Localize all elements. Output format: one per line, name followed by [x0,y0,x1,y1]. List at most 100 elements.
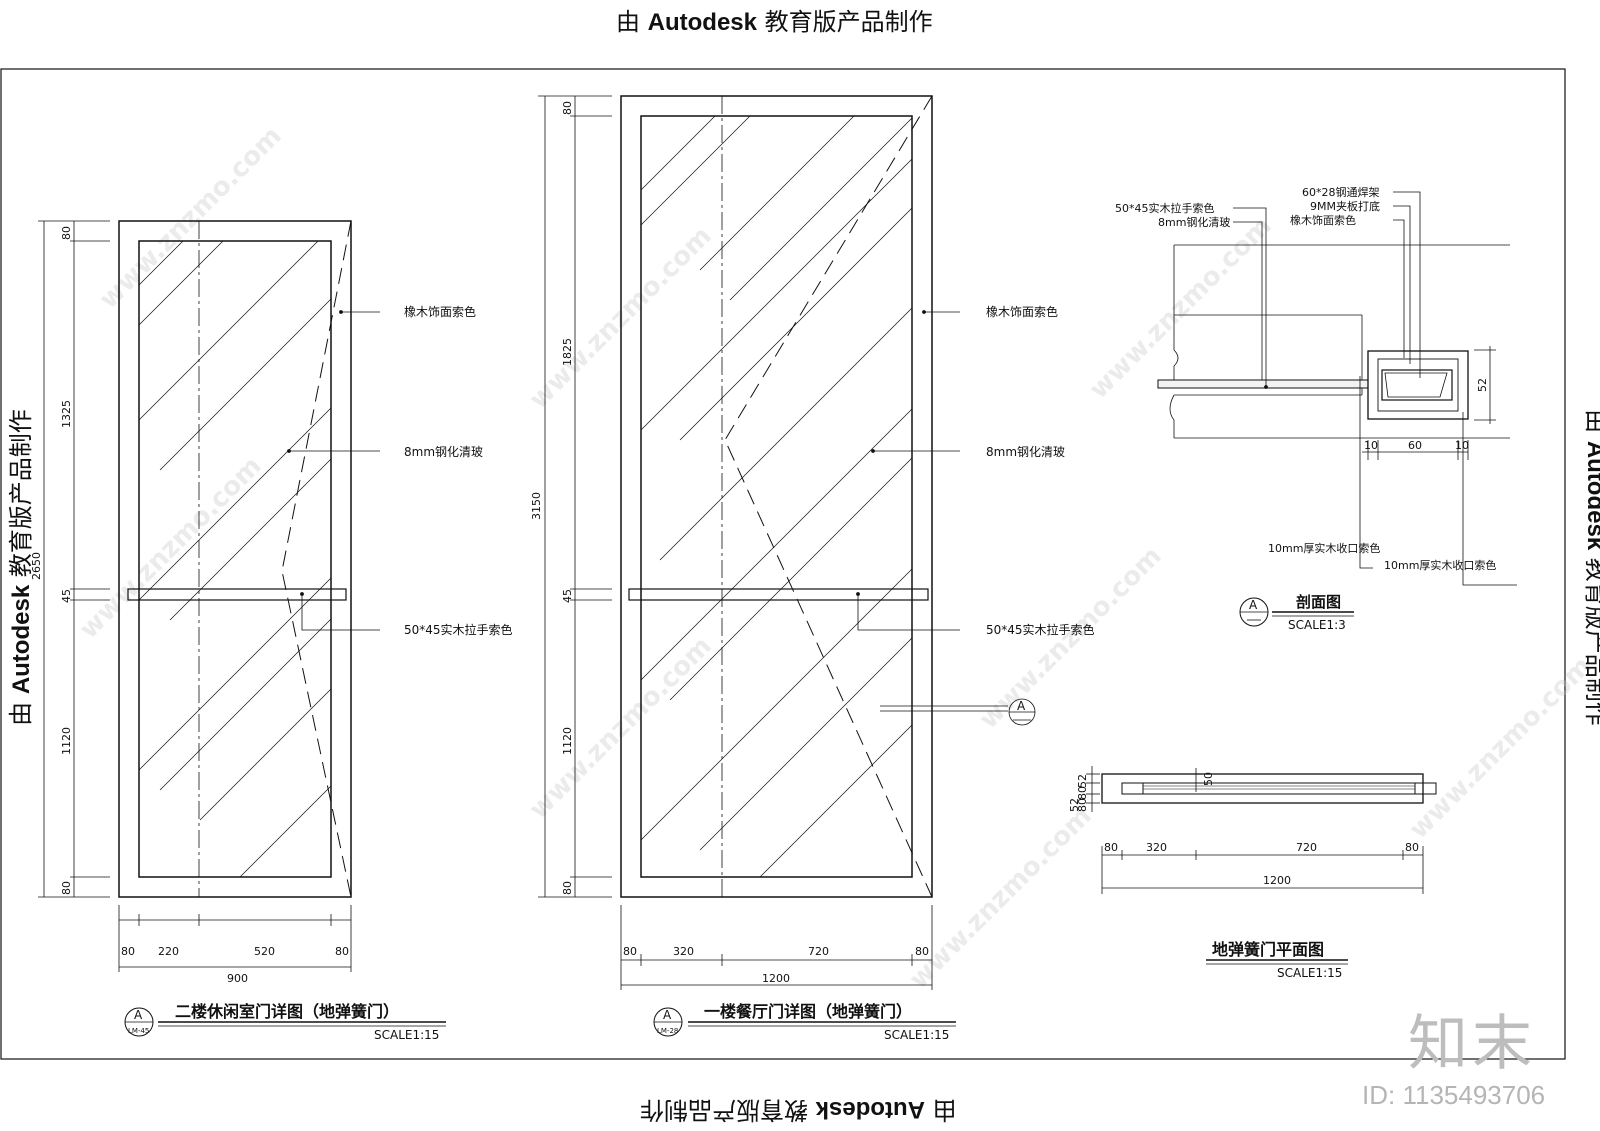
plan-dim-v-b: 80 [1076,786,1089,800]
watermark-text: www.znzmo.com [94,121,288,315]
door1-frame-outer [118,220,352,898]
door1-labels: 橡木饰面索色 8mm钢化清玻 50*45实木拉手索色 [404,305,513,637]
door2-dimensions [538,95,933,990]
door2-label-handle: 50*45实木拉手索色 [986,622,1095,637]
section-handle-inner [1377,358,1459,412]
autodesk-stamp-right: 由 Autodesk 教育版产品制作 [1581,409,1600,726]
autodesk-stamp-top: 由 Autodesk 教育版产品制作 [616,8,933,36]
door2-leaders [856,310,1036,726]
door2-symbol-letter: A [663,1008,672,1022]
section-labels: 50*45实木拉手索色 8mm钢化清玻 60*28钢通焊架 9MM夹板打底 橡木… [1115,185,1496,572]
door1-dim-a: 220 [158,945,179,958]
door2-title-block: A LM-28 一楼餐厅门详图（地弹簧门） SCALE1:15 [653,1002,956,1042]
watermark-text: www.znzmo.com [1404,651,1598,845]
door2-labels: 橡木饰面索色 8mm钢化清玻 50*45实木拉手索色 A [986,305,1095,713]
door2-dim-mid: 45 [561,589,574,603]
door1-label-handle: 50*45实木拉手索色 [404,622,513,637]
plan-dim-inner: 50 [1202,772,1215,786]
door1-label-glass: 8mm钢化清玻 [404,445,483,459]
plan-title: 地弹簧门平面图 [1212,940,1324,959]
door2-frame-outer [620,95,933,898]
door2-section-marker-letter: A [1017,699,1026,713]
door1-leaders [287,310,380,631]
door1-dim-left: 80 [121,945,135,958]
door2-label-glass: 8mm钢化清玻 [986,445,1065,459]
section-leaders [1233,191,1517,586]
plan-dim-v-a: 52 [1076,774,1089,788]
door2-handle [628,588,929,601]
door1-dim-mid: 45 [60,589,73,603]
watermark-logo: 知末 [1408,1009,1536,1079]
section-steel-wedge [1384,372,1448,398]
section-dim-w-left: 10 [1364,439,1378,452]
plan-handle-left [1121,782,1144,795]
door1-dim-upper: 1325 [60,400,73,428]
door1-dim-lower: 1120 [60,727,73,755]
plan-scale: SCALE1:15 [1277,966,1342,980]
watermark-text: www.znzmo.com [1084,211,1278,405]
plan-handle-right [1414,782,1437,795]
door2-dim-bottom: 80 [561,881,574,895]
watermark-layer: www.znzmo.com www.znzmo.com www.znzmo.co… [74,121,1598,995]
door2-dim-left: 80 [623,945,637,958]
door1-title: 二楼休闲室门详图（地弹簧门） [175,1002,399,1021]
section-steel-frame [1381,369,1453,401]
door2-title: 一楼餐厅门详图（地弹簧门） [704,1002,912,1021]
door2-symbol-ref: LM-28 [657,1027,678,1035]
section-dim-w-mid: 60 [1408,439,1422,452]
section-detail [1157,244,1510,439]
door2-glass-hatch [640,115,913,878]
door2-dim-total: 3150 [530,492,543,520]
door2-dim-right: 80 [915,945,929,958]
door2-elevation [620,95,933,898]
door1-dim-total: 2650 [30,552,43,580]
door1-glass-hatch [138,240,332,878]
door1-dim-top: 80 [60,226,73,240]
section-dim-w-right: 10 [1455,439,1469,452]
door2-dim-upper: 1825 [561,338,574,366]
plan-frame [1101,773,1424,804]
door2-dim-lower: 1120 [561,727,574,755]
section-label-edge1: 10mm厚实木收口索色 [1268,541,1380,555]
plan-dim-v-c: 80 [1076,798,1089,812]
plan-dim-b: 720 [1296,841,1317,854]
door2-dim-a: 320 [673,945,694,958]
door2-dim-text: 3150 80 1825 45 1120 80 80 320 720 80 12… [530,101,929,985]
section-symbol-letter: A [1249,598,1258,612]
door2-dim-b: 720 [808,945,829,958]
section-title-block: A 剖面图 SCALE1:3 [1239,593,1354,632]
door2-frame-inner [640,115,913,878]
door1-dimensions [38,220,352,972]
door1-frame-inner [138,240,332,878]
section-dim-h: 52 [1476,378,1489,392]
door2-scale: SCALE1:15 [884,1028,949,1042]
plan-glass [1142,782,1416,795]
door1-label-face: 橡木饰面索色 [404,305,476,319]
plan-view [1101,773,1437,804]
section-label-board: 9MM夹板打底 [1310,199,1380,213]
autodesk-stamp-bottom: 由 Autodesk 教育版产品制作 [640,1096,957,1124]
section-scale: SCALE1:3 [1288,618,1346,632]
door2-dim-top: 80 [561,101,574,115]
section-label-glass: 8mm钢化清玻 [1158,215,1230,229]
door1-swing-line [281,220,352,898]
drawing-border [0,68,1566,1060]
door1-dim-right: 80 [335,945,349,958]
plan-title-block: 地弹簧门平面图 SCALE1:15 [1206,940,1348,980]
plan-dims [1086,766,1424,894]
plan-dim-left: 80 [1104,841,1118,854]
section-label-handle: 50*45实木拉手索色 [1115,201,1215,215]
plan-dim-v-d: 52 [1068,798,1081,812]
section-glass [1157,379,1369,389]
door2-swing-line [724,95,933,898]
door1-symbol-letter: A [134,1008,143,1022]
door1-dim-text: 2650 80 1325 45 1120 80 80 220 520 80 90… [30,226,349,985]
autodesk-stamp-left: 由 Autodesk 教育版产品制作 [6,409,35,726]
section-handle-body [1367,350,1469,420]
section-title: 剖面图 [1296,593,1341,611]
watermark-text: www.znzmo.com [74,451,268,645]
door1-elevation [118,220,352,898]
door1-dim-total-h: 900 [227,972,248,985]
door1-dim-b: 520 [254,945,275,958]
